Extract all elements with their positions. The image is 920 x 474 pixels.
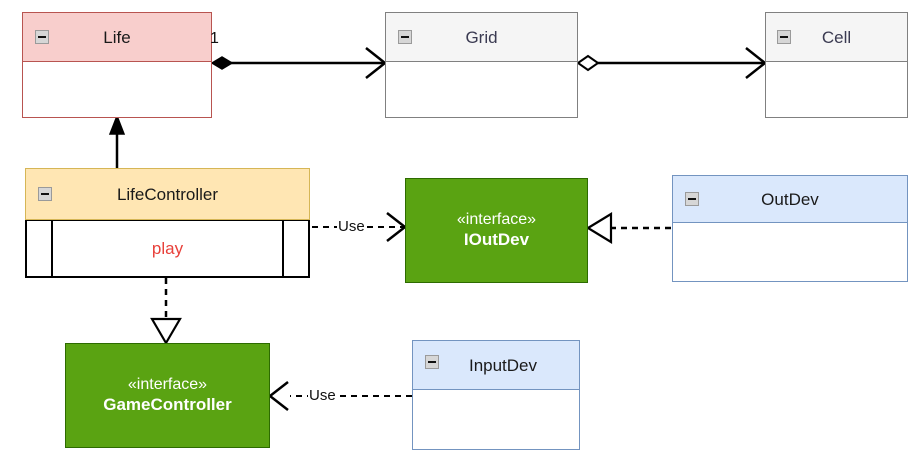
- interface-stereotype-ioutdev: «interface»: [456, 211, 537, 229]
- class-name-lifecontroller: LifeController: [116, 184, 219, 204]
- minus-icon[interactable]: [398, 30, 412, 44]
- class-header-lifecontroller: LifeController: [25, 168, 310, 220]
- class-box-lifecontroller[interactable]: LifeController play: [25, 168, 310, 278]
- interface-box-gamecontroller[interactable]: «interface» GameController: [65, 343, 270, 448]
- class-body-life: [22, 62, 212, 118]
- class-header-inputdev: InputDev: [412, 340, 580, 390]
- member-name-play: play: [151, 239, 184, 258]
- multiplicity-label-life-grid: 1: [210, 30, 219, 47]
- class-name-inputdev: InputDev: [468, 355, 538, 375]
- edge-grid-cell: [576, 47, 768, 79]
- class-box-outdev[interactable]: OutDev: [672, 175, 908, 282]
- interface-name-ioutdev: IOutDev: [463, 229, 530, 249]
- member-row-play[interactable]: play: [53, 221, 282, 276]
- class-box-life[interactable]: Life: [22, 12, 212, 118]
- class-name-grid: Grid: [465, 27, 498, 47]
- minus-icon[interactable]: [685, 192, 699, 206]
- minus-icon[interactable]: [35, 30, 49, 44]
- class-header-cell: Cell: [765, 12, 908, 62]
- class-body-outdev: [672, 223, 908, 282]
- edge-lifecontroller-life: [108, 113, 126, 168]
- edge-outdev-ioutdev: [585, 212, 672, 244]
- interface-stereotype-gamecontroller: «interface»: [127, 376, 208, 394]
- class-box-grid[interactable]: Grid: [385, 12, 578, 118]
- class-header-outdev: OutDev: [672, 175, 908, 223]
- edge-label-use-gamecontroller: Use: [308, 387, 337, 404]
- class-body-inputdev: [412, 390, 580, 450]
- class-header-life: Life: [22, 12, 212, 62]
- interface-name-gamecontroller: GameController: [103, 394, 232, 414]
- class-header-grid: Grid: [385, 12, 578, 62]
- edge-lifecontroller-gamecontroller: [150, 278, 182, 346]
- minus-icon[interactable]: [38, 187, 52, 201]
- minus-icon[interactable]: [425, 355, 439, 369]
- class-box-cell[interactable]: Cell: [765, 12, 908, 118]
- class-body-cell: [765, 62, 908, 118]
- class-name-cell: Cell: [821, 27, 852, 47]
- class-box-inputdev[interactable]: InputDev: [412, 340, 580, 450]
- edge-label-use-ioutdev: Use: [337, 218, 366, 235]
- member-gutter-left: [27, 221, 53, 276]
- edge-life-grid: [210, 47, 388, 79]
- class-name-outdev: OutDev: [761, 189, 819, 209]
- interface-box-ioutdev[interactable]: «interface» IOutDev: [405, 178, 588, 283]
- member-gutter-right: [282, 221, 308, 276]
- edge-inputdev-gamecontroller: [267, 381, 412, 411]
- class-body-lifecontroller: play: [25, 220, 310, 278]
- class-body-grid: [385, 62, 578, 118]
- minus-icon[interactable]: [777, 30, 791, 44]
- class-name-life: Life: [103, 27, 131, 47]
